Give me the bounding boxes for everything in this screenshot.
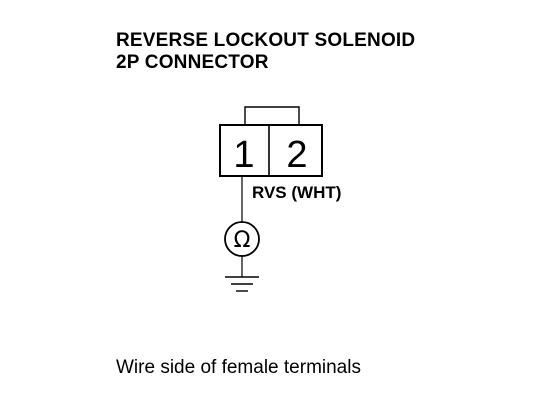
ohm-symbol: Ω xyxy=(234,228,251,253)
wire-color-label: RVS (WHT) xyxy=(252,183,341,202)
title-line-2: 2P CONNECTOR xyxy=(116,52,269,73)
connector xyxy=(219,106,323,177)
terminal-1-label: 1 xyxy=(233,134,254,176)
ohmmeter-icon: Ω xyxy=(224,221,260,257)
diagram-title: REVERSE LOCKOUT SOLENOID 2P CONNECTOR xyxy=(116,30,415,74)
connector-latch xyxy=(244,106,300,125)
ground-icon xyxy=(225,276,259,292)
view-caption: Wire side of female terminals xyxy=(116,357,361,378)
terminal-2-label: 2 xyxy=(286,134,307,176)
title-line-1: REVERSE LOCKOUT SOLENOID xyxy=(116,30,416,51)
connector-body xyxy=(219,124,323,177)
